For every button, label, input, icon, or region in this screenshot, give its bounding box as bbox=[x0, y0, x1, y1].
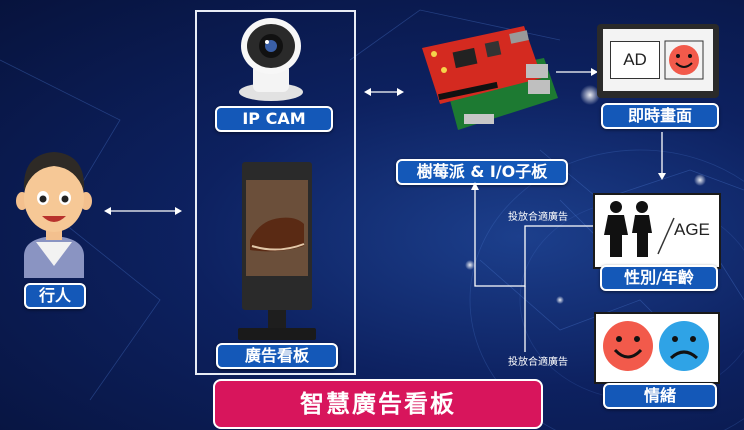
emotion-faces bbox=[603, 321, 709, 371]
smiley-happy-icon bbox=[603, 321, 653, 371]
smiley-happy-icon bbox=[664, 40, 704, 80]
live-screen-label: 即時畫面 bbox=[601, 103, 719, 129]
age-text: AGE bbox=[674, 220, 710, 239]
raspberry-label: 樹莓派 & I/O子板 bbox=[396, 159, 568, 185]
arrow-person-kiosk bbox=[104, 207, 182, 215]
arrow-monitor-gender bbox=[658, 132, 666, 180]
ip-camera-icon bbox=[239, 18, 303, 101]
kiosk-frame bbox=[195, 10, 356, 375]
billboard-label: 廣告看板 bbox=[216, 343, 338, 369]
person-avatar-icon bbox=[16, 152, 92, 278]
ip-cam-label: IP CAM bbox=[215, 106, 333, 132]
pedestrian-label: 行人 bbox=[24, 283, 86, 309]
diagram-title: 智慧廣告看板 bbox=[213, 379, 543, 429]
feed-ad-text-1: 投放合適廣告 bbox=[508, 212, 568, 223]
smiley-sad-icon bbox=[659, 321, 709, 371]
slash-divider bbox=[657, 217, 675, 255]
male-female-icon bbox=[604, 201, 652, 257]
arrow-kiosk-pi bbox=[364, 88, 404, 96]
raspberry-pi-board-icon bbox=[422, 26, 558, 130]
feedback-connectors bbox=[471, 182, 593, 352]
feed-ad-text-2: 投放合適廣告 bbox=[508, 357, 568, 368]
gender-age-label: 性別/年齡 bbox=[600, 265, 718, 291]
arrow-pi-monitor bbox=[556, 68, 598, 76]
emotion-label: 情緒 bbox=[603, 383, 717, 409]
billboard-kiosk-icon bbox=[238, 162, 316, 340]
ad-box: AD bbox=[610, 41, 660, 79]
